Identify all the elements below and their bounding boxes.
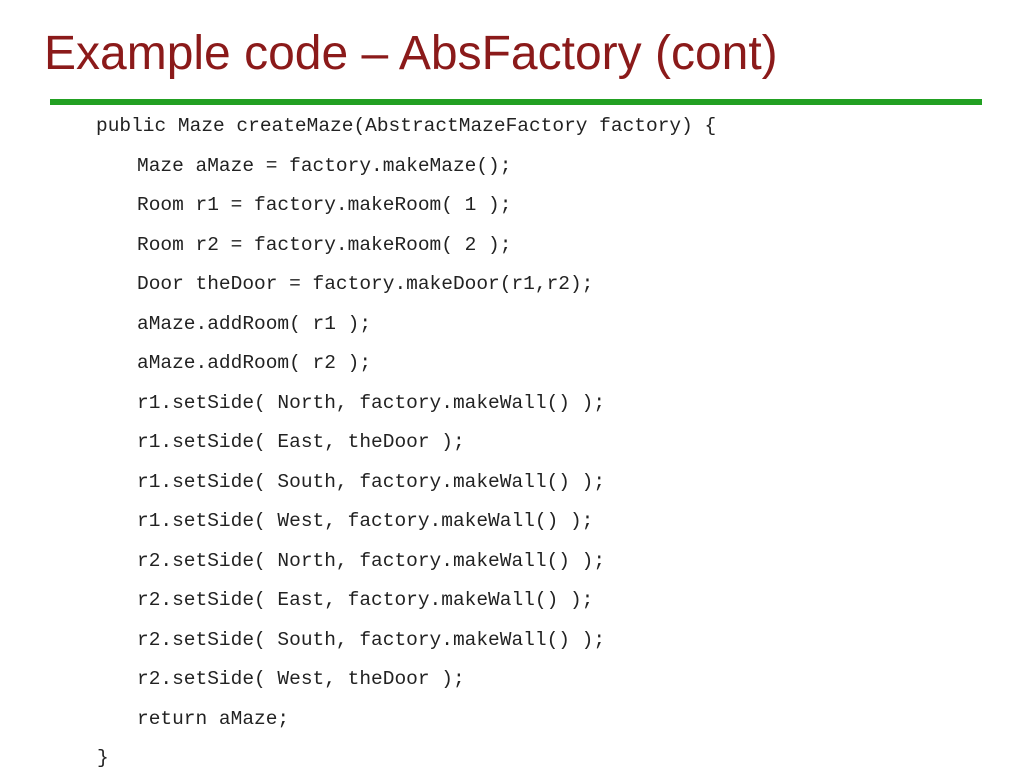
code-line: return aMaze; xyxy=(137,707,290,730)
code-line: r1.setSide( South, factory.makeWall() ); xyxy=(137,470,606,493)
code-line: r1.setSide( West, factory.makeWall() ); xyxy=(137,510,594,532)
code-line: r1.setSide( East, theDoor ); xyxy=(137,431,465,453)
code-line: public Maze createMaze(AbstractMazeFacto… xyxy=(96,115,717,137)
code-line: Room r1 = factory.makeRoom( 1 ); xyxy=(137,194,512,216)
code-line: } xyxy=(97,747,109,768)
code-line: Room r2 = factory.makeRoom( 2 ); xyxy=(137,233,512,256)
code-line: aMaze.addRoom( r2 ); xyxy=(137,352,372,374)
code-line: Maze aMaze = factory.makeMaze(); xyxy=(137,154,512,177)
code-line: aMaze.addRoom( r1 ); xyxy=(137,312,372,335)
code-line: r1.setSide( North, factory.makeWall() ); xyxy=(137,391,606,414)
code-line: r2.setSide( West, theDoor ); xyxy=(137,668,465,690)
code-block: public Maze createMaze(AbstractMazeFacto… xyxy=(0,107,1024,768)
code-line: r2.setSide( South, factory.makeWall() ); xyxy=(137,628,606,651)
code-line: r2.setSide( North, factory.makeWall() ); xyxy=(137,549,606,572)
slide-title: Example code – AbsFactory (cont) xyxy=(44,27,778,80)
code-line: Door theDoor = factory.makeDoor(r1,r2); xyxy=(137,273,594,295)
title-divider xyxy=(50,99,982,105)
code-line: r2.setSide( East, factory.makeWall() ); xyxy=(137,589,594,611)
